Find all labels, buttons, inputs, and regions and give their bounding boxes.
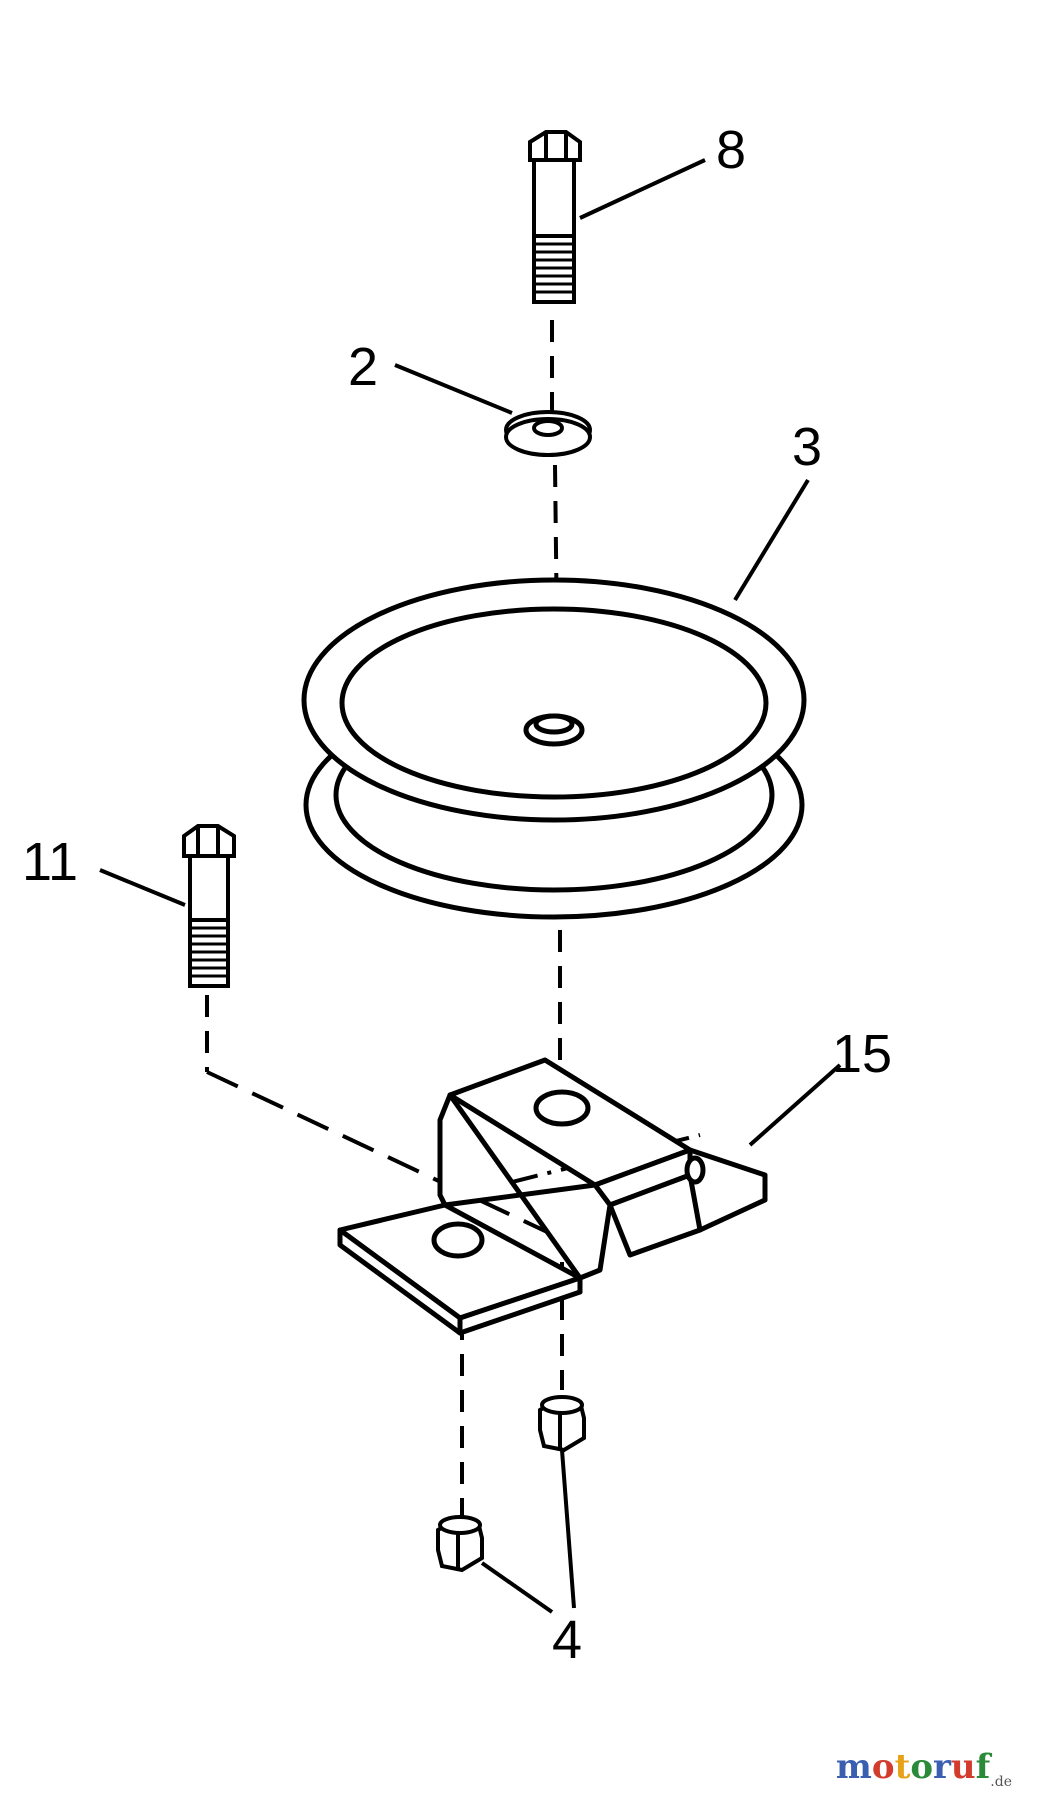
- callout-4: 4: [552, 1610, 582, 1670]
- watermark-letter: f: [975, 1747, 991, 1788]
- callout-11: 11: [22, 832, 78, 892]
- watermark-letter: t: [894, 1747, 911, 1788]
- watermark-suffix: .de: [990, 1774, 1012, 1790]
- callout-3: 3: [792, 417, 822, 477]
- washer: [504, 410, 592, 457]
- pulley: [301, 577, 807, 920]
- nut-left: [436, 1515, 484, 1573]
- callout-8: 8: [716, 120, 746, 180]
- bracket: [337, 1057, 768, 1336]
- leader-lines: [99, 158, 842, 1614]
- watermark-letter: m: [835, 1747, 872, 1788]
- watermark-letter: u: [950, 1747, 976, 1788]
- nut-right: [538, 1395, 586, 1453]
- watermark-letters: motoruf: [836, 1747, 990, 1787]
- callout-15: 15: [832, 1024, 892, 1084]
- watermark-letter: o: [871, 1747, 895, 1788]
- assembly-lines: [205, 320, 701, 1520]
- bolt-top: [528, 130, 582, 304]
- callout-2: 2: [348, 337, 378, 397]
- watermark-logo: motoruf.de: [836, 1747, 1012, 1790]
- bolt-left: [182, 824, 236, 988]
- watermark-letter: r: [933, 1747, 951, 1788]
- watermark-letter: o: [910, 1747, 933, 1788]
